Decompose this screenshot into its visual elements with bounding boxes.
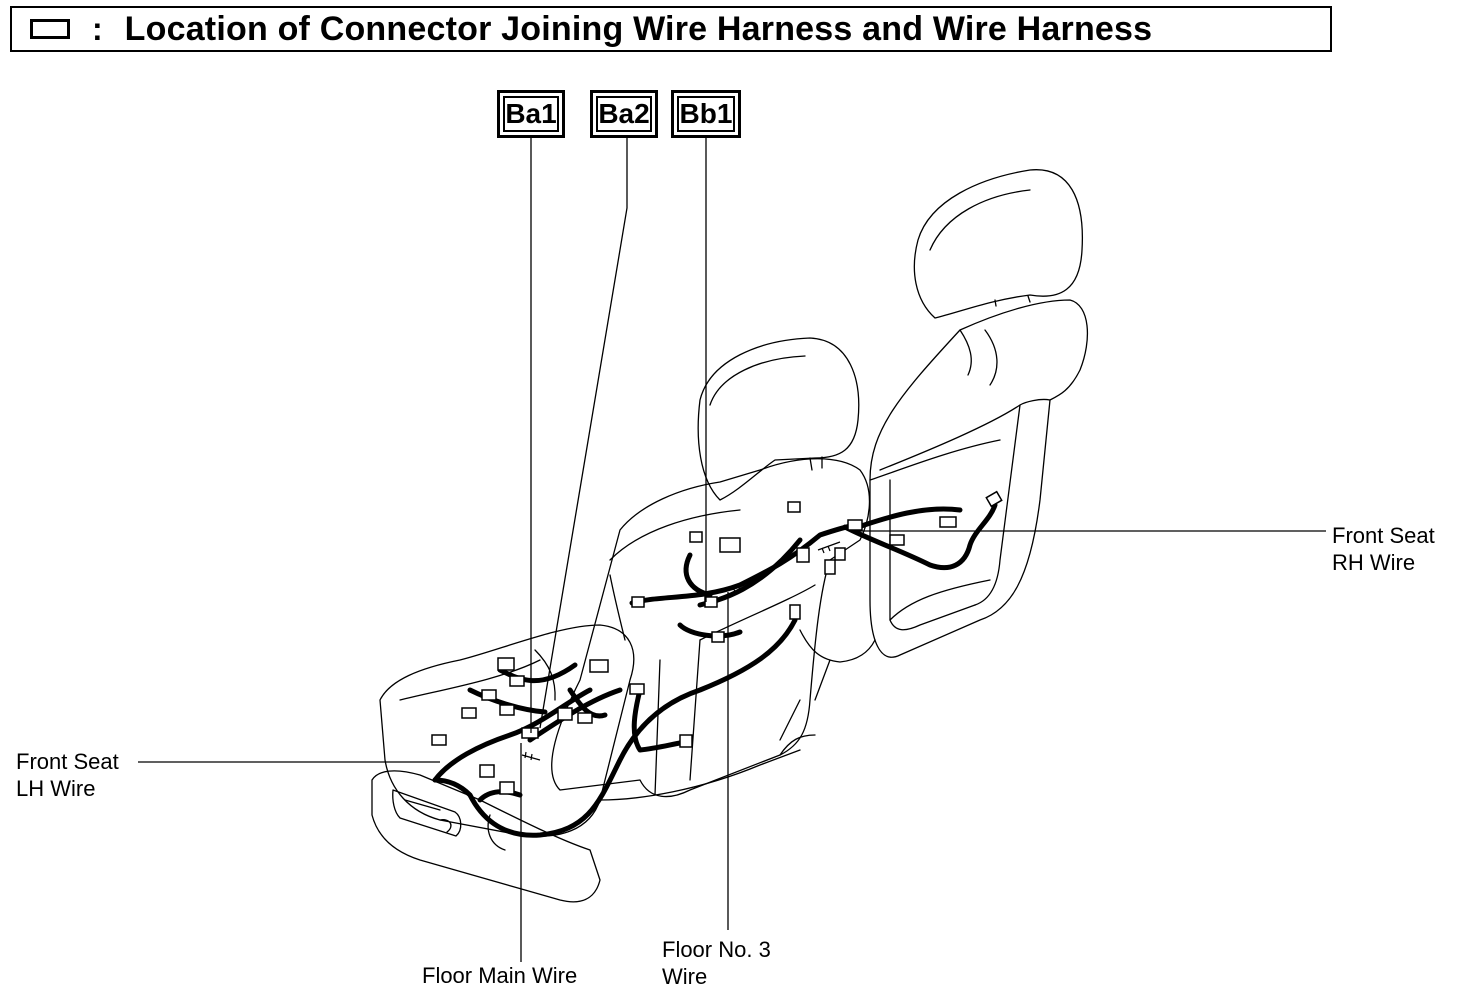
lh-seat-cushion — [379, 624, 635, 837]
connector-code-ba1: Ba1 — [497, 90, 565, 138]
label-front-seat-lh-wire: Front Seat LH Wire — [16, 749, 119, 801]
rh-headrest — [913, 169, 1084, 319]
label-floor-no3-wire: Floor No. 3 Wire — [662, 937, 771, 989]
diagram-title-box: : Location of Connector Joining Wire Har… — [10, 6, 1332, 52]
lh-seat-back — [551, 458, 871, 798]
connector-code-ba2: Ba2 — [590, 90, 658, 138]
connector-symbol-icon — [30, 19, 70, 39]
label-floor-main-wire: Floor Main Wire — [422, 963, 578, 988]
lh-headrest — [697, 337, 860, 501]
label-front-seat-rh-wire: Front Seat RH Wire — [1332, 523, 1435, 575]
title-colon: : — [92, 10, 103, 47]
connector-code-bb1: Bb1 — [671, 90, 741, 138]
rh-seat-harness — [842, 502, 998, 571]
rh-seat-back — [869, 299, 1089, 658]
page-title: Location of Connector Joining Wire Harne… — [124, 9, 1153, 48]
leader-ba2 — [539, 138, 628, 729]
lh-seat-side-panel — [371, 770, 601, 903]
lh-cushion-harness — [432, 687, 593, 783]
